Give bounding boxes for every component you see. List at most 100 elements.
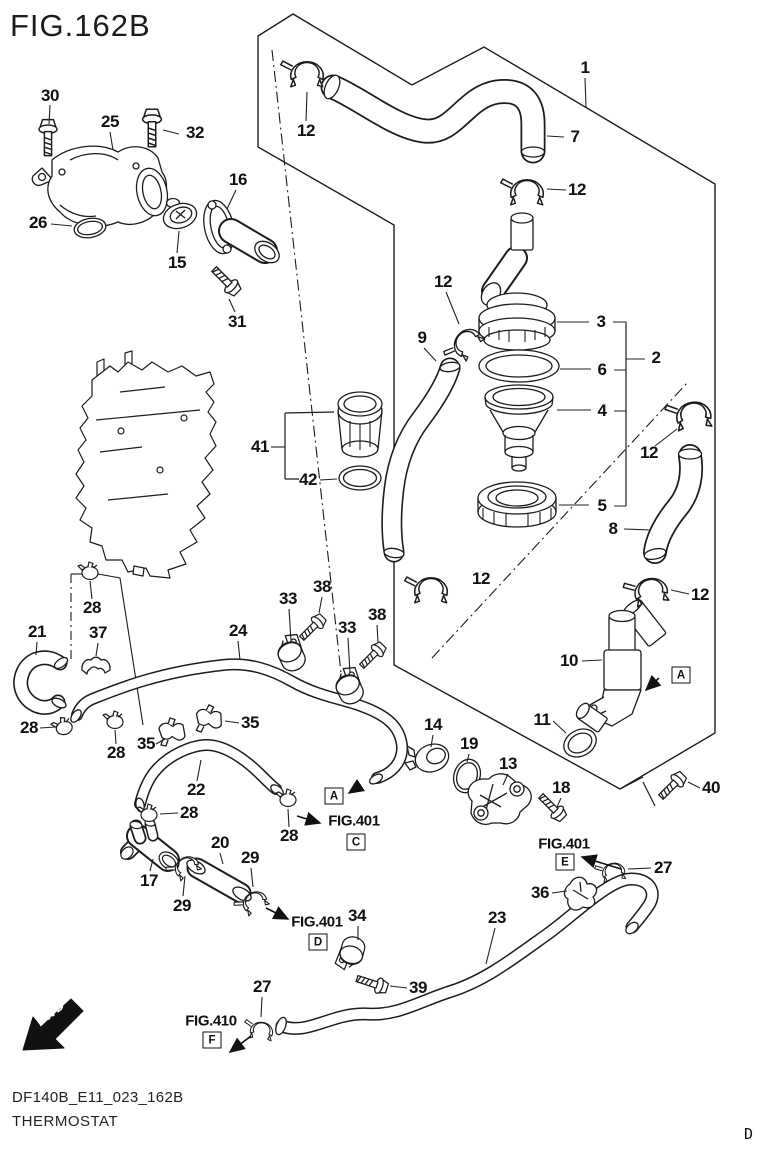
hose-ends (51, 74, 703, 1036)
part-label-36: 36 (531, 883, 549, 902)
part-label-13: 13 (499, 754, 517, 773)
outlet-pipe-16-end (73, 217, 280, 264)
hose-clamp-12-b (500, 178, 545, 206)
part-label-33-2: 33 (338, 618, 356, 637)
view-box-c: C (346, 833, 366, 851)
part-label-27-2: 27 (253, 977, 271, 996)
part-label-19: 19 (460, 734, 478, 753)
part-label-30: 30 (41, 86, 59, 105)
clip-28-a (77, 561, 99, 581)
part-label-4: 4 (597, 401, 607, 420)
bolt-38-b (355, 639, 389, 673)
part-label-40: 40 (702, 778, 720, 797)
part-label-28-5: 28 (280, 826, 298, 845)
hoses (13, 74, 704, 1035)
part-label-38-1: 38 (313, 577, 331, 596)
part-label-18: 18 (552, 778, 570, 797)
part-label-33-1: 33 (279, 589, 297, 608)
bolt-39 (353, 970, 391, 997)
water-outlet-assembly-art (31, 145, 235, 255)
part-label-39: 39 (409, 978, 427, 997)
leader-lines (35, 77, 701, 1018)
group-brackets (284, 322, 627, 506)
arrow-to-fig410-f (228, 1035, 252, 1053)
part-label-6: 6 (597, 360, 607, 379)
part-label-31: 31 (228, 312, 246, 331)
part-label-22: 22 (187, 780, 205, 799)
view-box-e: E (555, 853, 575, 871)
arrow-to-fig401-e (580, 854, 622, 870)
engine-block-art (75, 350, 217, 579)
view-box-a-1: A (671, 666, 691, 684)
part-label-25: 25 (101, 112, 119, 131)
bolt-32 (141, 108, 163, 148)
part-label-12-2: 12 (568, 180, 586, 199)
page-marker-d: D (744, 1125, 754, 1143)
part-label-21: 21 (28, 622, 46, 641)
figure-title: FIG.162B (10, 8, 151, 43)
part-label-7: 7 (570, 127, 580, 146)
oring-6-art (478, 349, 560, 383)
clip-28-c (102, 710, 124, 730)
arrow-to-view-a-hose (347, 779, 365, 794)
part-label-28-1: 28 (83, 598, 101, 617)
thermostat-14-art (404, 743, 450, 773)
part-label-12-4: 12 (640, 443, 658, 462)
part-label-32: 32 (186, 123, 204, 142)
clip-28-b (49, 714, 75, 738)
clip-28-d (136, 803, 158, 823)
hose-clamp-27-b (242, 1018, 275, 1042)
bolt-30 (38, 118, 58, 157)
bolt-40 (654, 768, 690, 804)
part-label-16: 16 (229, 170, 247, 189)
cushion-clamp-34 (333, 933, 368, 974)
part-label-29-2: 29 (241, 848, 259, 867)
part-label-14: 14 (424, 715, 442, 734)
view-box-d: D (308, 933, 328, 951)
part-label-38-2: 38 (368, 605, 386, 624)
hose-clamp-12-a (280, 60, 325, 88)
part-label-12-1: 12 (297, 121, 315, 140)
view-box-f: F (202, 1031, 222, 1049)
part-label-1: 1 (580, 58, 590, 77)
part-label-34: 34 (348, 906, 366, 925)
fwd-arrow-icon (22, 998, 84, 1051)
thermostat-4-art (484, 384, 554, 472)
part-label-37: 37 (89, 623, 107, 642)
clip-35-b (193, 702, 225, 736)
panel-border (257, 13, 716, 807)
clip-36-art (563, 876, 598, 911)
part-label-35-1: 35 (137, 734, 155, 753)
part-label-24: 24 (229, 621, 247, 640)
arrow-from-view-a (644, 674, 662, 692)
drawing-title: THERMOSTAT (12, 1113, 119, 1130)
cover-13-art (467, 773, 532, 826)
outlet-pipe-10-art (575, 599, 667, 733)
drawing-code: DF140B_E11_023_162B (12, 1089, 184, 1106)
bolt-38-a (295, 611, 329, 645)
bolt-31 (207, 262, 244, 299)
part-label-28-3: 28 (107, 743, 125, 762)
part-label-3: 3 (596, 312, 606, 331)
gasket-19-art (452, 758, 482, 794)
joint-17-ends (120, 819, 180, 871)
part-label-5: 5 (597, 496, 607, 515)
part-label-12-5: 12 (472, 569, 490, 588)
part-label-17: 17 (140, 871, 158, 890)
part-label-35-2: 35 (241, 713, 259, 732)
part-label-28-4: 28 (180, 803, 198, 822)
part-label-12-6: 12 (691, 585, 709, 604)
view-reference-arrows (228, 674, 662, 1053)
part-label-28-2: 28 (20, 718, 38, 737)
part-label-2: 2 (651, 348, 661, 367)
part-label-42: 42 (299, 470, 317, 489)
view-box-a-2: A (324, 787, 344, 805)
part-label-8: 8 (608, 519, 618, 538)
part-label-23: 23 (488, 908, 506, 927)
part-label-10: 10 (560, 651, 578, 670)
arrow-to-fig401-c (296, 811, 322, 826)
ring-nut-5-art (477, 481, 557, 528)
part-label-20: 20 (211, 833, 229, 852)
